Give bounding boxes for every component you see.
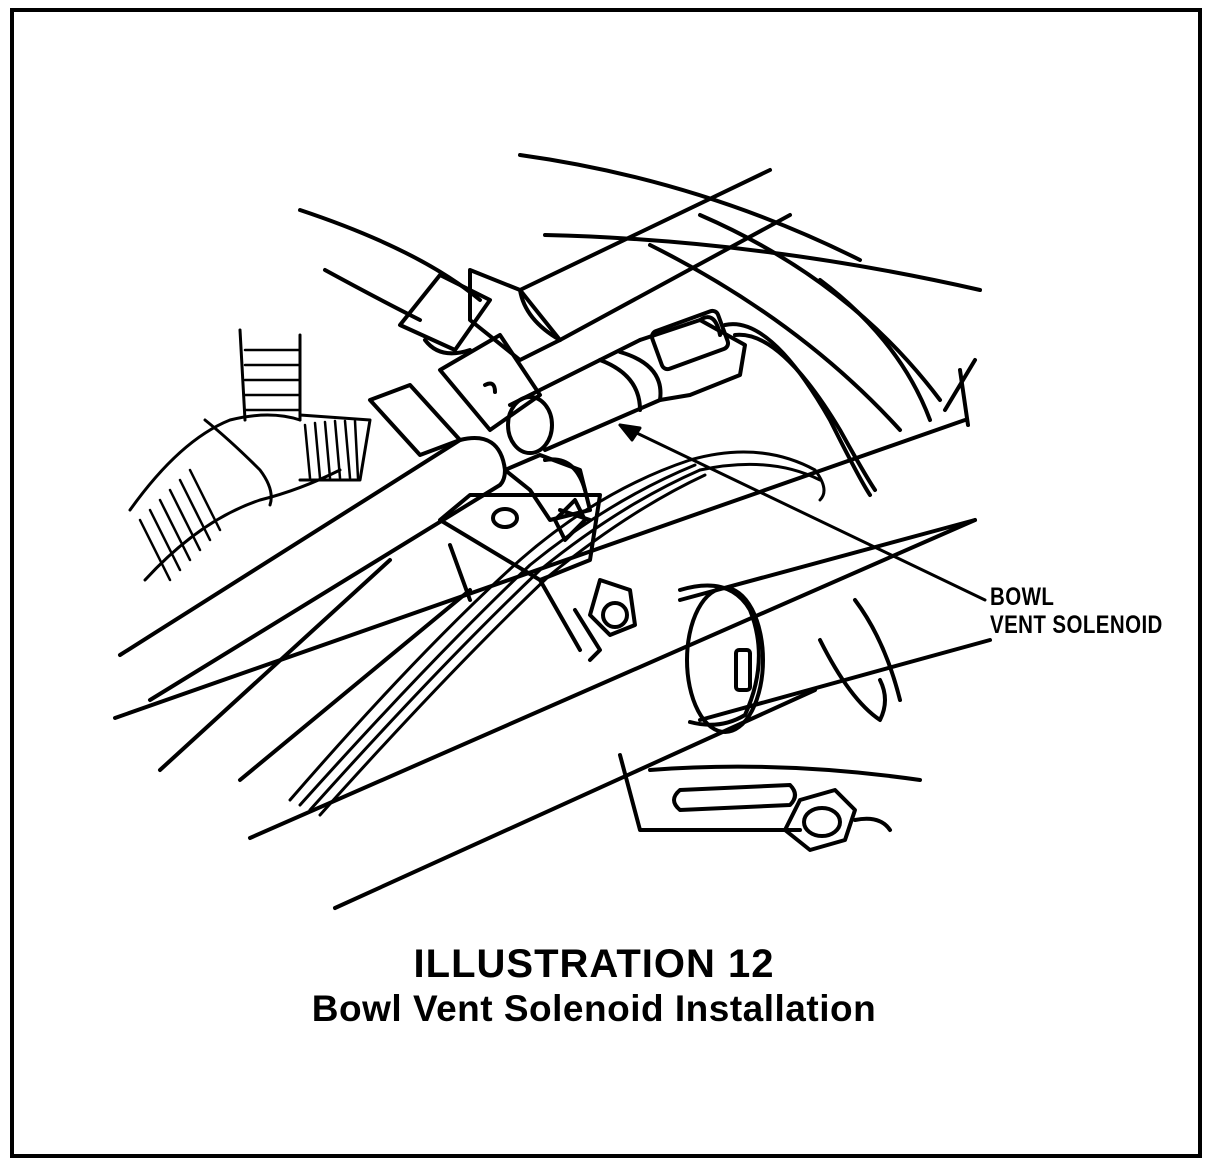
corrugated-hose: [128, 328, 372, 582]
small-fitting: [553, 498, 637, 662]
callout-line-2: VENT SOLENOID: [990, 611, 1163, 639]
callout-leader: [618, 423, 987, 602]
illustration-title: ILLUSTRATION 12: [413, 942, 775, 986]
lower-left-lines: [158, 558, 472, 782]
illustration-subtitle: Bowl Vent Solenoid Installation: [311, 988, 877, 1029]
callout-line-1: BOWL: [990, 583, 1055, 611]
background-arcs: [298, 153, 982, 432]
wire-harness: [288, 450, 826, 817]
lower-bracket-bolt: [618, 598, 922, 852]
large-clamp-tube: [678, 518, 992, 734]
hose-connector: [503, 453, 592, 522]
upper-fitting: [368, 268, 562, 457]
solenoid-callout-label: BOWL VENT SOLENOID: [990, 583, 1163, 639]
solenoid-body: [506, 308, 877, 497]
upper-tube: [518, 168, 792, 342]
